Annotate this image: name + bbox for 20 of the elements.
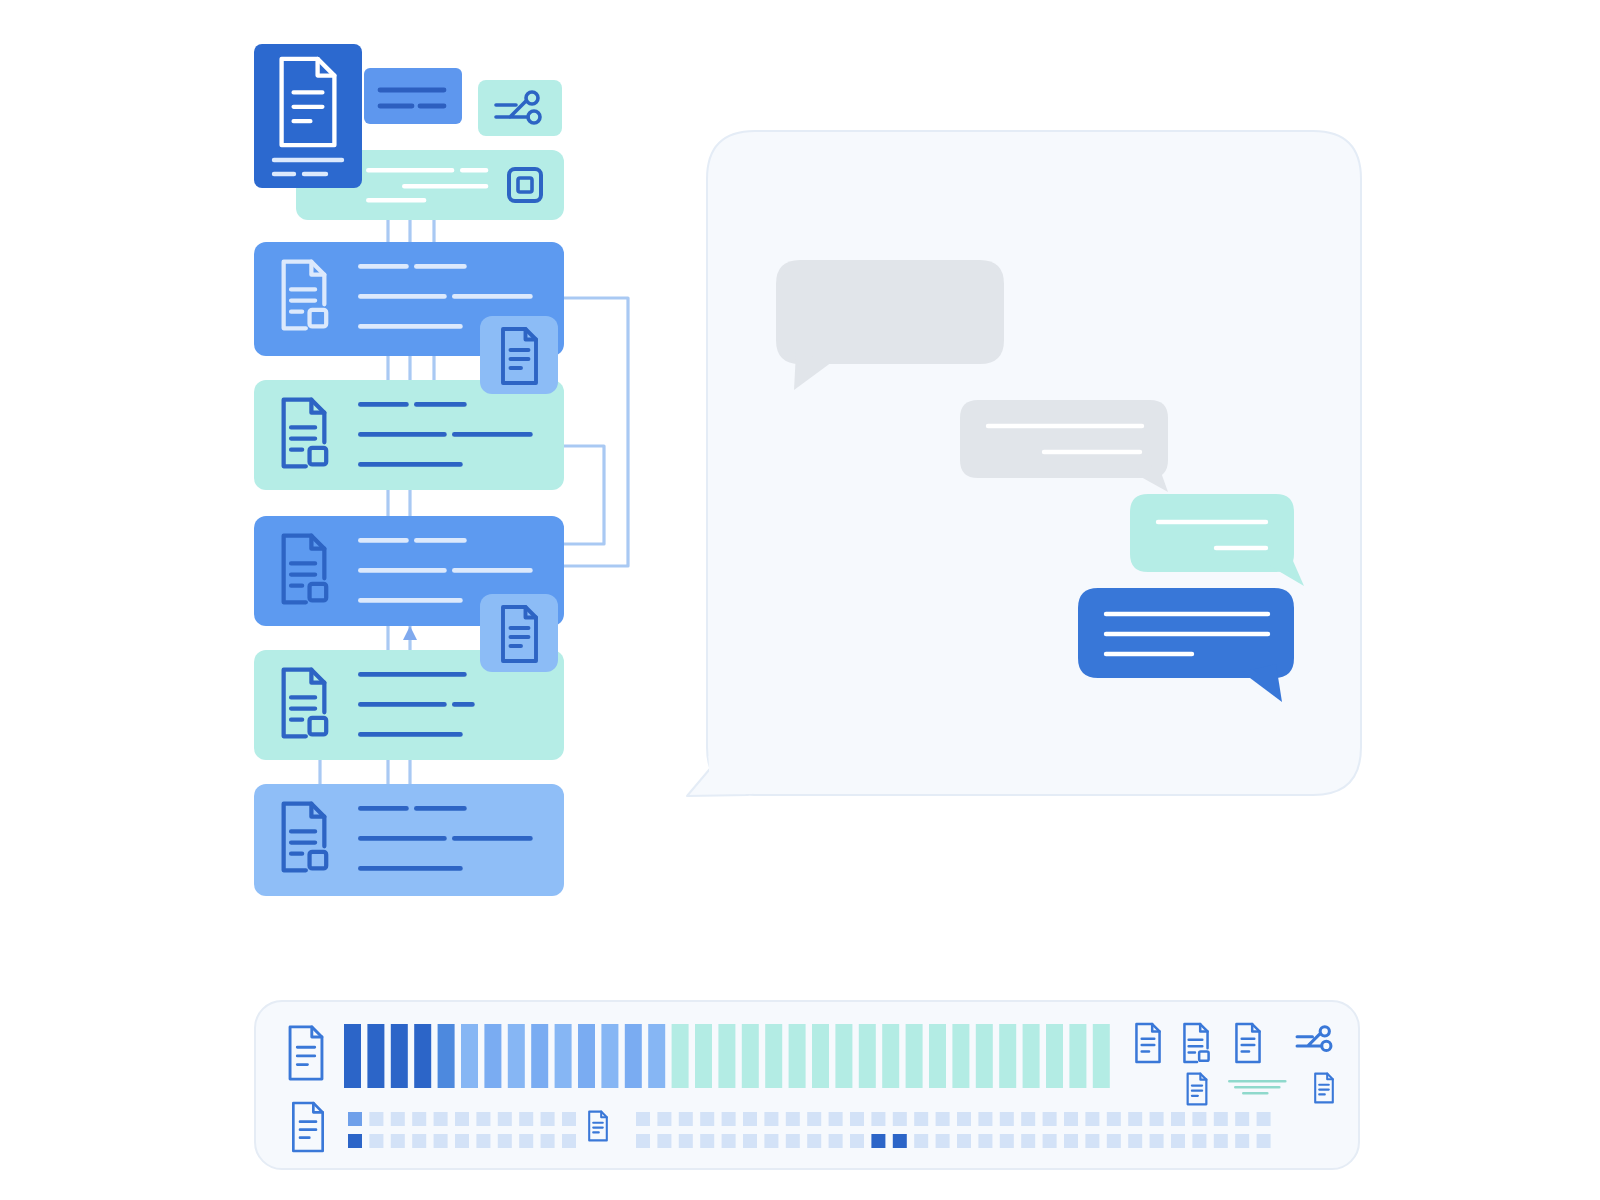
connector-line: [318, 760, 322, 784]
connector-line: [432, 220, 436, 242]
connector-line: [386, 490, 390, 516]
connector-line: [408, 356, 412, 380]
connector-line: [408, 220, 412, 242]
connector-line: [408, 490, 412, 516]
card: [254, 784, 564, 896]
card: [254, 516, 564, 626]
connector-line: [432, 356, 436, 380]
connector-line: [386, 760, 390, 784]
card: [254, 380, 564, 490]
connector-line: [386, 626, 390, 650]
connector-line: [564, 296, 630, 568]
arrow: [403, 626, 417, 650]
card: [254, 242, 564, 356]
connector-line: [386, 220, 390, 242]
connector-line: [386, 356, 390, 380]
connector-line: [564, 444, 606, 546]
card: [254, 650, 564, 760]
connector-line: [408, 760, 412, 784]
